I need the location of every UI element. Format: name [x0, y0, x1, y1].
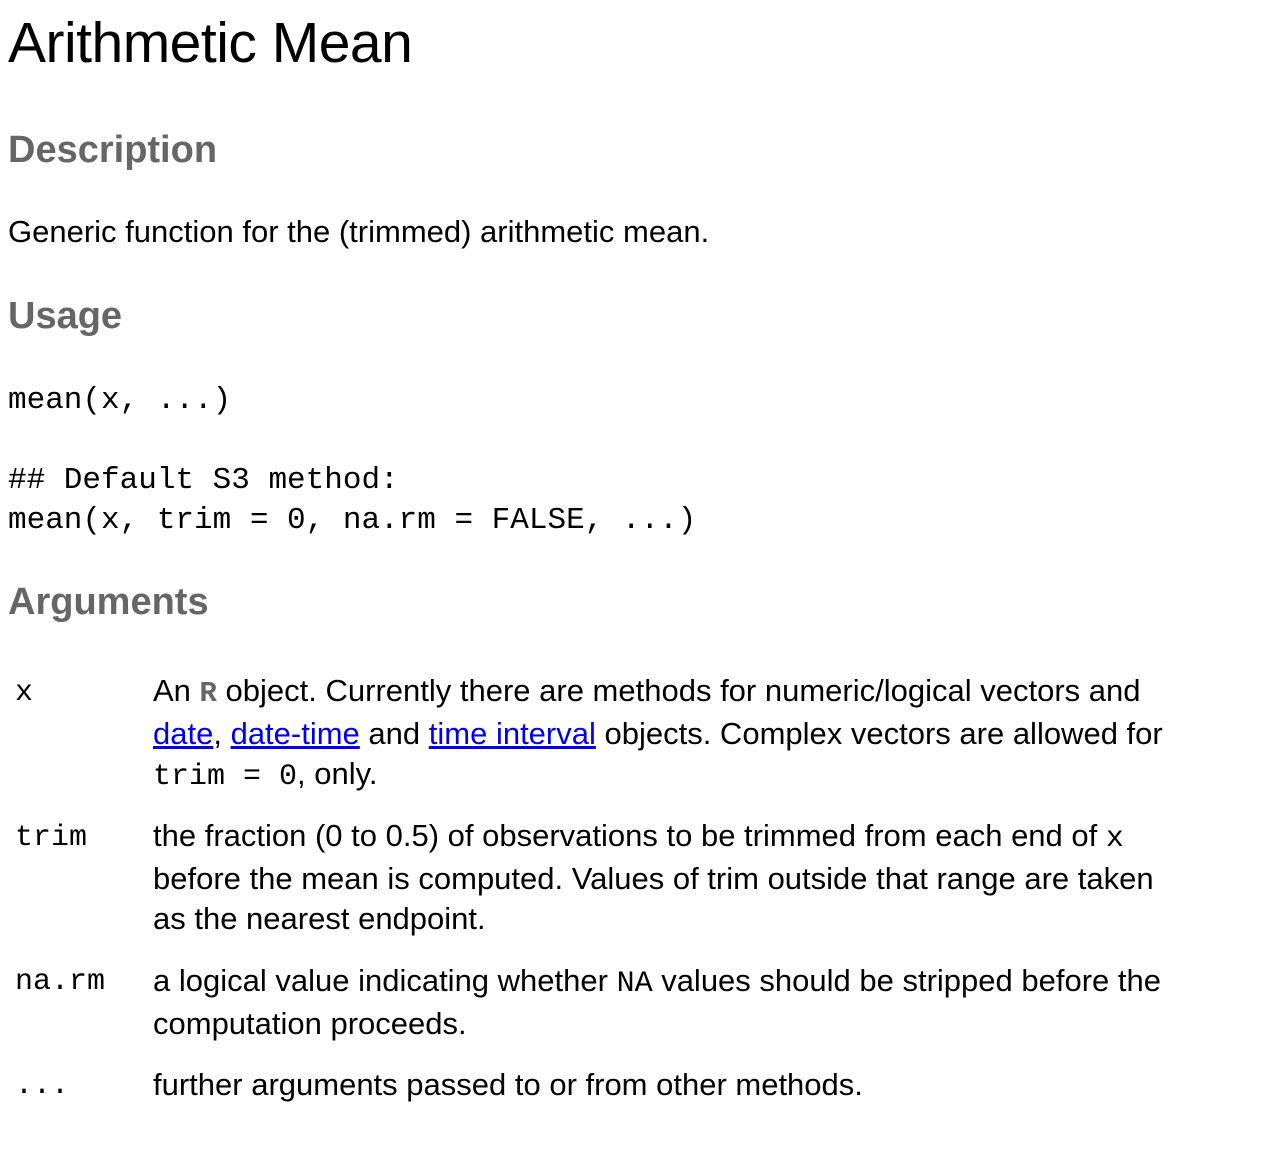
argument-name-x: x — [15, 676, 34, 710]
text: computation proceeds. — [153, 1006, 467, 1041]
inline-code: NA — [616, 967, 653, 1001]
text: , — [213, 716, 231, 751]
link-date[interactable]: date — [153, 716, 214, 751]
usage-code-line: mean(x, trim = 0, na.rm = FALSE, ...) — [8, 503, 697, 538]
text: a logical value indicating whether — [153, 963, 617, 998]
argument-description-trim: the fraction (0 to 0.5) of observations … — [153, 816, 1270, 939]
description-text: Generic function for the (trimmed) arith… — [8, 214, 710, 249]
section-heading-description: Description — [8, 129, 218, 171]
argument-name-na-rm: na.rm — [15, 965, 106, 999]
section-heading-arguments: Arguments — [8, 581, 209, 623]
text: before the mean is computed. Values of t… — [153, 861, 1154, 896]
inline-code: trim = 0 — [153, 760, 298, 794]
inline-code: x — [1105, 822, 1124, 856]
text: object. Currently there are methods for … — [216, 673, 1141, 708]
argument-description-dots: further arguments passed to or from othe… — [153, 1065, 1270, 1105]
argument-description-x: An R object. Currently there are methods… — [153, 671, 1270, 797]
text: objects. Complex vectors are allowed for — [595, 716, 1163, 751]
usage-code-line: mean(x, ...) — [8, 383, 232, 418]
page-title: Arithmetic Mean — [8, 11, 413, 75]
text: , only. — [297, 756, 378, 791]
section-heading-usage: Usage — [8, 295, 123, 337]
usage-code-comment: ## Default S3 method: — [8, 463, 399, 498]
r-logo: R — [199, 677, 217, 710]
argument-name-dots: ... — [15, 1069, 70, 1103]
link-time-interval[interactable]: time interval — [428, 716, 596, 751]
text: values should be stripped before the — [652, 963, 1161, 998]
text: further arguments passed to or from othe… — [153, 1067, 863, 1102]
text: and — [359, 716, 429, 751]
text: the fraction (0 to 0.5) of observations … — [153, 818, 1106, 853]
argument-description-na-rm: a logical value indicating whether NA va… — [153, 961, 1270, 1044]
text: as the nearest endpoint. — [153, 901, 486, 936]
link-date-time[interactable]: date-time — [230, 716, 360, 751]
text: An — [153, 673, 200, 708]
argument-name-trim: trim — [15, 821, 88, 855]
